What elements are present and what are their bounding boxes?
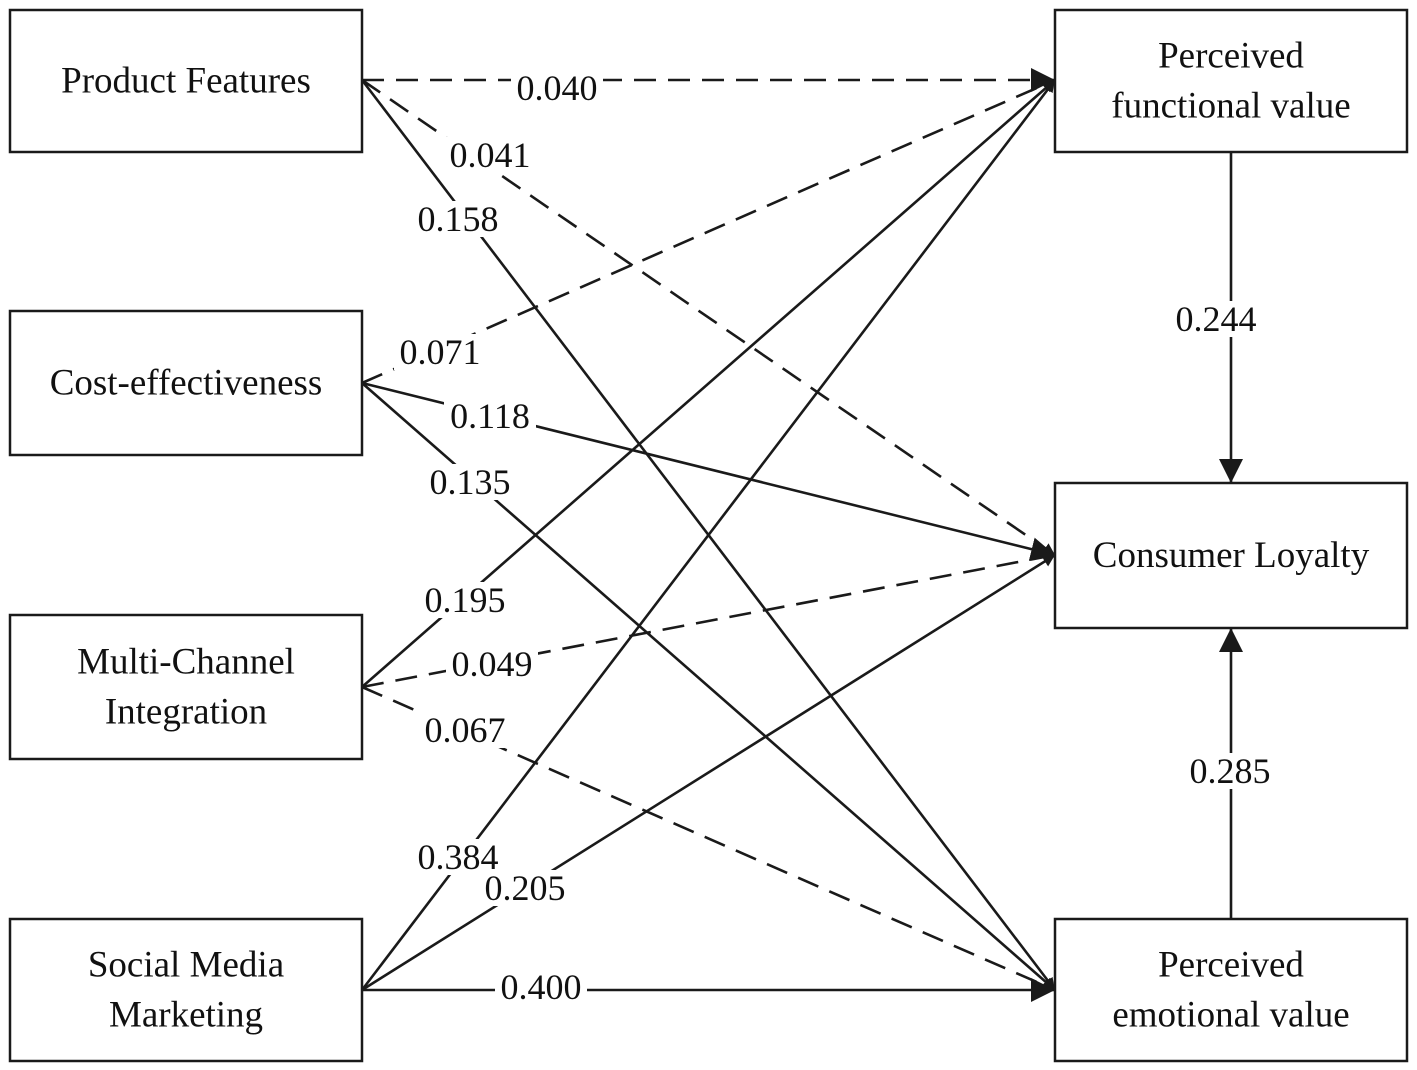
node-cost-effectiveness: Cost-effectiveness [8, 309, 364, 457]
coefficient-label-bg-ce-cl [444, 398, 536, 434]
coefficient-label-bg-ce-ev [424, 464, 516, 500]
coefficient-label-bg-fv-cl [1170, 301, 1262, 337]
node-perceived-emotional-value-box [1053, 917, 1409, 1063]
node-multi-channel-integration-label-line-1: Multi-Channel [77, 642, 295, 683]
node-cost-effectiveness-label-line-1: Cost-effectiveness [50, 363, 323, 404]
coefficient-label-bg-ce-fv [394, 334, 486, 370]
path-arrow-sm-fv [360, 79, 1057, 991]
path-coefficient-pf-cl: 0.041 [450, 135, 531, 175]
node-perceived-emotional-value: Perceived emotional value [1053, 917, 1409, 1063]
coefficient-label-bg-pf-ev [412, 201, 504, 237]
path-coefficient-mc-ev: 0.067 [425, 710, 506, 750]
path-coefficient-ce-cl: 0.118 [450, 396, 530, 436]
node-consumer-loyalty-box [1053, 481, 1409, 630]
node-perceived-functional-value-label-line-1: Perceived [1158, 36, 1304, 77]
node-consumer-loyalty-label-line-1: Consumer Loyalty [1093, 535, 1370, 576]
path-coefficient-fv-cl: 0.244 [1176, 299, 1257, 339]
node-product-features: Product Features [8, 8, 364, 154]
coefficient-label-bg-sm-fv [412, 839, 504, 875]
node-social-media-marketing-label-line-1: Social Media [88, 945, 284, 986]
coefficient-label-bg-mc-cl [446, 646, 538, 682]
path-coefficient-pf-fv: 0.040 [517, 68, 598, 108]
node-product-features-box [8, 8, 364, 154]
coefficient-label-bg-pf-cl [444, 137, 536, 173]
node-consumer-loyalty: Consumer Loyalty [1053, 481, 1409, 630]
path-coefficient-ev-cl: 0.285 [1190, 751, 1271, 791]
node-product-features-label-line-1: Product Features [61, 61, 311, 102]
node-multi-channel-integration-label-line-2: Integration [105, 692, 267, 733]
node-social-media-marketing-label-line-2: Marketing [109, 995, 263, 1036]
coefficient-label-bg-mc-fv [419, 582, 511, 618]
node-perceived-emotional-value-label-line-2: emotional value [1112, 995, 1349, 1036]
path-arrow-sm-cl [361, 553, 1056, 992]
node-perceived-emotional-value-label-line-1: Perceived [1158, 945, 1304, 986]
node-multi-channel-integration-box [8, 613, 364, 761]
node-social-media-marketing-box [8, 917, 364, 1063]
path-arrow-ce-fv [361, 78, 1056, 385]
coefficient-label-bg-sm-ev [495, 969, 587, 1005]
path-coefficient-sm-cl: 0.205 [485, 868, 566, 908]
path-coefficient-pf-ev: 0.158 [418, 199, 499, 239]
coefficient-label-bg-pf-fv [511, 70, 603, 106]
path-coefficient-ce-fv: 0.071 [400, 332, 481, 372]
node-cost-effectiveness-box [8, 309, 364, 457]
node-perceived-functional-value-label-line-2: functional value [1111, 86, 1350, 127]
path-coefficient-mc-fv: 0.195 [425, 580, 506, 620]
path-coefficient-sm-ev: 0.400 [501, 967, 582, 1007]
path-coefficient-mc-cl: 0.049 [452, 644, 533, 684]
node-perceived-functional-value-box [1053, 8, 1409, 154]
coefficient-label-bg-mc-ev [419, 712, 511, 748]
coefficient-label-bg-sm-cl [479, 870, 571, 906]
path-coefficient-ce-ev: 0.135 [430, 462, 511, 502]
path-arrow-mc-ev [361, 685, 1056, 992]
node-perceived-functional-value: Perceived functional value [1053, 8, 1409, 154]
nodes-layer: Product FeaturesCost-effectivenessMulti-… [8, 8, 1409, 1063]
edge-labels-layer: 0.040 0.041 0.158 0.071 0.118 0.135 0.195 0.049… [394, 68, 1276, 1007]
coefficient-label-bg-ev-cl [1184, 753, 1276, 789]
